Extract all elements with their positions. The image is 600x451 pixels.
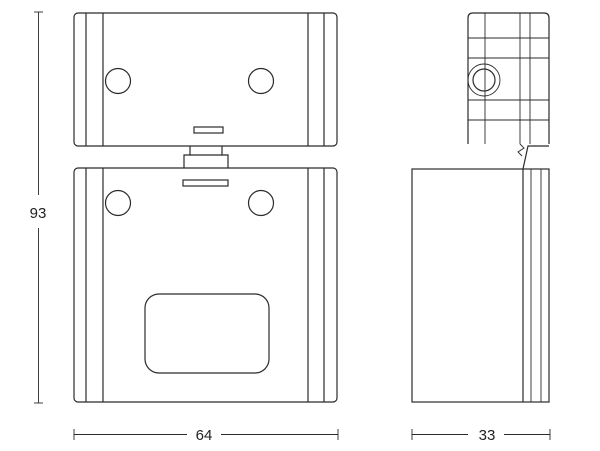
- height-dimension-label: 93: [30, 205, 47, 222]
- side-width-dimension: 33: [411, 427, 551, 444]
- mounting-hole-lower-right: [247, 189, 275, 217]
- front-view-lower-part: [73, 167, 338, 403]
- mounting-hole-upper-right: [247, 67, 275, 95]
- side-view: [411, 12, 550, 403]
- side-hole: [472, 68, 496, 92]
- lower-slot: [182, 179, 229, 187]
- front-view-connector: [183, 146, 229, 168]
- upper-slot: [193, 126, 224, 134]
- front-width-dimension-label: 64: [196, 427, 213, 444]
- label-window: [144, 293, 270, 374]
- front-width-dimension: 64: [73, 427, 339, 444]
- side-width-dimension-label: 33: [479, 427, 496, 444]
- mounting-hole-lower-left: [104, 189, 132, 217]
- mounting-hole-upper-left: [104, 67, 132, 95]
- height-dimension: 93: [30, 11, 47, 404]
- front-view-upper-part: [73, 12, 338, 147]
